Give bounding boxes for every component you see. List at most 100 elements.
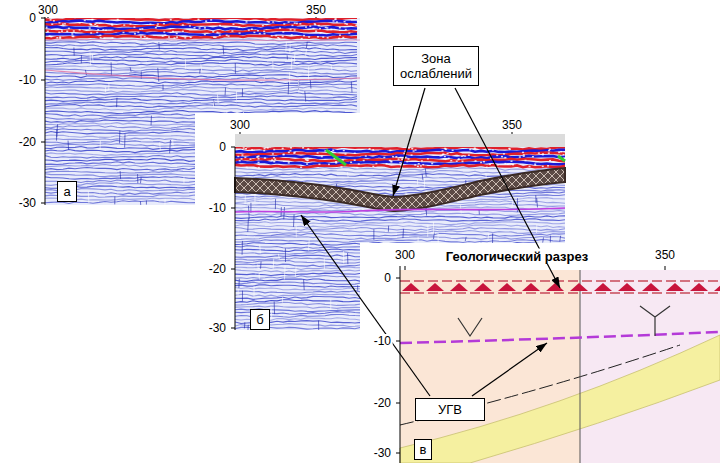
radargram-noise [293,152,295,154]
radargram-noise [85,70,87,75]
radargram-noise [162,84,163,90]
radargram-noise [151,116,152,126]
radargram-noise [559,236,561,242]
radargram-noise [291,25,293,27]
radargram-noise [231,30,233,32]
radargram-noise [263,33,265,35]
radargram-noise [308,240,310,251]
radargram-noise [462,155,464,157]
radargram-noise [100,141,101,150]
radargram-noise [130,23,132,25]
radargram-noise [144,36,146,38]
axis-label: -30 [207,321,228,335]
radargram-noise [270,307,272,319]
radargram-noise [390,161,392,163]
radargram-noise [307,158,309,160]
radargram-noise [282,148,284,150]
radargram-noise [257,156,259,158]
radargram-noise [258,155,260,157]
radargram-noise [402,229,404,238]
radargram-noise [259,244,261,253]
radargram-noise [219,35,221,37]
radargram-noise [375,163,377,165]
radargram-noise [288,21,290,23]
radargram-noise [288,82,289,94]
radargram-noise [176,36,178,38]
radargram-noise [241,158,243,160]
radargram-noise [301,38,303,40]
radargram-noise [219,25,221,27]
radargram-noise [548,152,550,154]
radargram-noise [324,258,325,269]
radargram-noise [475,160,477,162]
radargram-noise [251,149,253,151]
radargram-noise [345,29,347,31]
radargram-noise [120,171,121,179]
weak-zone-mark [618,283,636,291]
radargram-noise [267,147,269,149]
radargram-noise [338,38,340,40]
radargram-noise [294,53,296,63]
radargram-noise [413,150,415,152]
radargram-noise [464,155,466,157]
radargram-noise [306,163,308,165]
axis-label: -30 [372,446,393,460]
radargram-noise [342,37,344,39]
radargram-noise [247,218,249,232]
radargram-noise [296,23,298,25]
radargram-noise [315,30,317,32]
radargram-noise [420,165,422,167]
axis-label: 350 [653,248,677,262]
radargram-noise [468,154,470,156]
radargram-noise [72,36,74,38]
radargram-noise [525,160,527,162]
radargram-trace [45,105,357,108]
radargram-noise [140,177,142,183]
radargram-noise [358,27,360,29]
unit-boundary [580,270,581,463]
radargram-noise [294,152,296,154]
radargram-noise [103,38,105,40]
radargram-noise [408,147,410,149]
radargram-noise [271,159,273,161]
radargram-noise [406,161,408,163]
radargram-noise [510,160,512,162]
radargram-noise [223,45,225,54]
radargram-noise [350,162,352,164]
radargram-noise [158,42,160,49]
radargram-noise [356,167,358,169]
water-table-line [235,208,565,212]
radargram-trace [45,45,357,48]
radargram-noise [532,156,534,158]
radargram-noise [248,206,250,220]
radargram-trace [45,59,357,62]
radargram-noise [163,31,165,32]
radargram-noise [480,162,482,164]
radargram-noise [105,87,106,92]
radargram-noise [141,28,143,30]
radargram-trace [235,162,565,165]
radargram-noise [204,34,206,36]
radargram-noise [215,37,217,39]
radargram-noise [299,23,301,25]
radargram-noise [447,153,449,155]
radargram-noise [96,25,98,27]
radargram-noise [523,154,525,156]
radargram-noise [56,37,58,39]
radargram-noise [289,150,291,152]
radargram-noise [111,24,113,26]
axis-label: -20 [17,135,38,149]
radargram-noise [272,61,273,70]
radargram-noise [339,34,341,36]
radargram-trace [45,90,357,93]
radargram-noise [56,129,57,140]
radargram-noise [194,27,196,29]
radargram-noise [283,207,285,219]
axis-label: -10 [17,73,38,87]
radargram-noise [90,52,91,65]
radargram-noise [512,164,514,166]
radargram-noise [79,22,81,24]
radargram-noise [427,158,429,160]
radargram-noise [330,299,331,309]
